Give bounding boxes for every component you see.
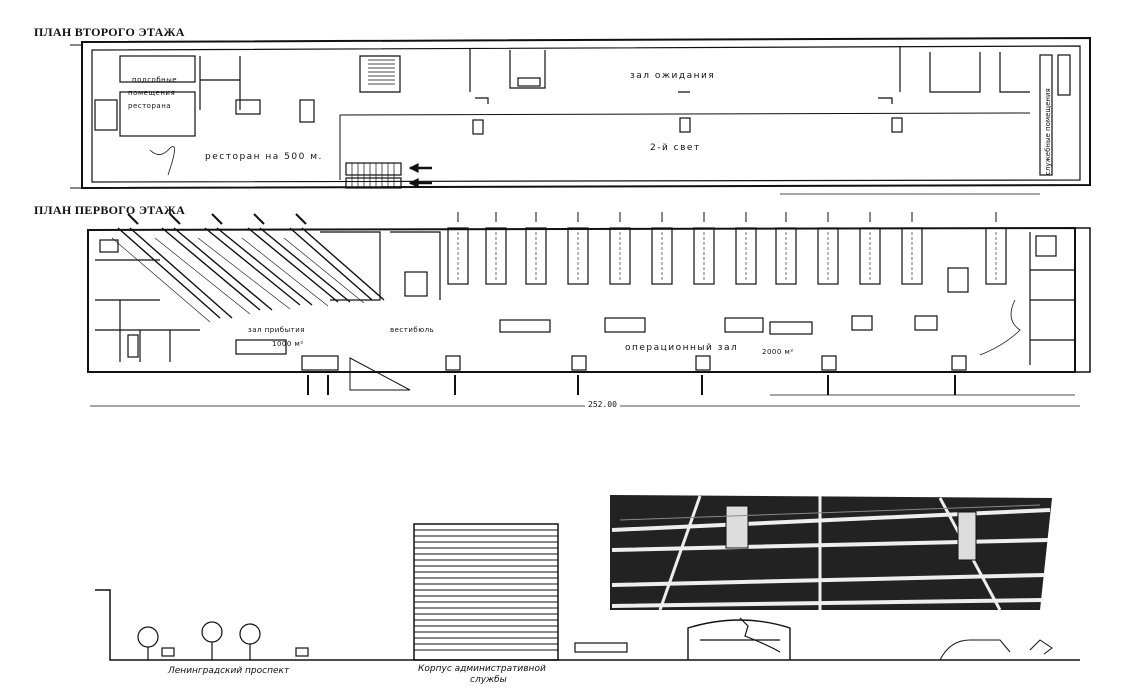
operations-hall-label: операционный зал: [625, 343, 739, 353]
arrivals-hall-label: зал прибытия: [248, 326, 305, 334]
restaurant-500-label: ресторан на 500 м.: [205, 152, 323, 162]
admin-tower-floors: [414, 529, 558, 651]
utility-label: подсобные: [132, 76, 178, 84]
aerial-perspective-illustration: [610, 495, 1052, 611]
restaurant-label: ресторана: [128, 102, 172, 110]
site-section-drawing: [95, 523, 1080, 661]
arrivals-area-label: 1000 м²: [272, 340, 304, 348]
operations-area-label: 2000 м²: [762, 348, 794, 356]
waiting-hall-label: зал ожидания: [630, 71, 716, 81]
prospect-label: Ленинградский проспект: [168, 666, 290, 676]
second-light-label: 2-й свет: [650, 143, 701, 153]
second-floor-plan-heading: ПЛАН ВТОРОГО ЭТАЖА: [34, 25, 185, 39]
first-floor-plan-drawing: [87, 226, 1091, 391]
vestibule-label: вестибюль: [390, 326, 435, 334]
admin-building-label-line2: службы: [470, 675, 507, 685]
second-floor-plan-drawing: [70, 36, 1091, 190]
overall-dimension-label: 252.00: [585, 400, 620, 409]
first-floor-plan-heading: ПЛАН ПЕРВОГО ЭТАЖА: [34, 203, 186, 217]
side-rooms-label: служебные помещения: [1044, 88, 1052, 175]
rooms-label: помещения: [128, 89, 176, 97]
admin-building-label-line1: Корпус административной: [418, 664, 546, 674]
